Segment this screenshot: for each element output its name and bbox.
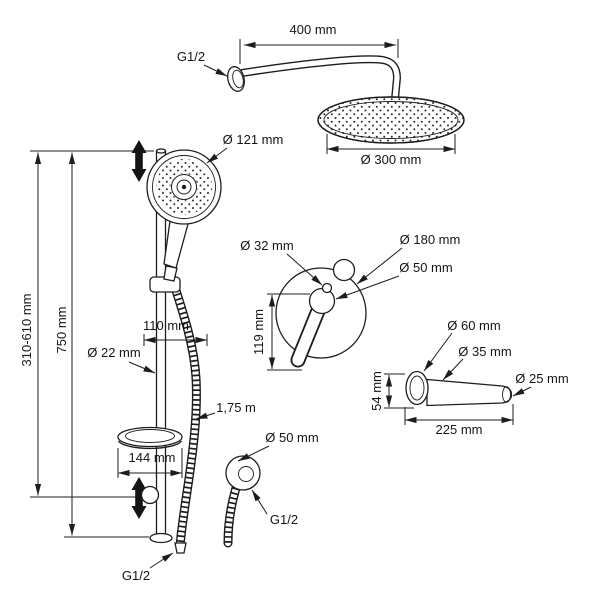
adjust-arrow-up-down-icon [131,477,147,519]
hose-end-fitting [174,542,187,554]
outlet-escutcheon [225,455,261,491]
bar-diameter-label: Ø 22 mm [87,345,140,360]
holder-offset-label: 110 mm [143,318,189,333]
arm-length-label: 400 mm [290,22,337,37]
mixer-hub-diameter-label: Ø 50 mm [399,260,452,275]
bar-dimensions: 750 mm 310-610 mm [19,150,154,538]
mixer-valve: Ø 32 mm Ø 180 mm Ø 50 mm 119 mm [240,232,461,371]
wall-outlet: Ø 50 mm G1/2 [223,430,319,548]
handshower-dimensions: Ø 121 mm 110 mm Ø 22 mm 1,75 m 144 mm G1… [87,132,283,583]
leader-line [442,358,464,381]
outlet-thread-label: G1/2 [270,512,298,527]
leader-line [251,489,268,515]
spout-flange-diameter-label: Ø 60 mm [447,318,500,333]
soap-dish [117,426,183,450]
bar-bottom-flange [149,532,173,544]
rainhead-diameter-label: Ø 300 mm [361,152,422,167]
leader-line [335,275,400,300]
spout-aerator [502,386,511,403]
mixer-knob-diameter-label: Ø 32 mm [240,238,293,253]
spout-length-label: 225 mm [436,422,483,437]
leader-line [149,552,174,569]
leader-line [356,247,403,285]
leader-line [206,147,228,164]
leader-line [512,386,532,397]
leader-line [423,332,453,372]
rain-shower-assembly [227,55,465,144]
spout-tip-diameter-label: Ø 25 mm [515,371,568,386]
rain-head-face [317,96,465,144]
mixer-height-label: 119 mm [251,309,266,355]
mixer-pivot [321,282,333,294]
spout-height-label: 54 mm [369,371,384,411]
slider-knob [140,485,160,505]
slider-range-label: 310-610 mm [19,294,34,367]
shower-hose [166,270,201,554]
hose-length-label: 1,75 m [216,400,256,415]
outlet-nipple [238,466,254,482]
shelf-width-label: 144 mm [129,450,176,465]
leader-line [237,445,270,462]
hand-shower [146,149,222,282]
leader-line [195,412,216,420]
rain-shower-dimensions: 400 mm G1/2 Ø 300 mm [177,22,456,167]
spout-body [426,378,513,407]
leader-line [286,253,323,286]
wall-spout: Ø 60 mm Ø 35 mm Ø 25 mm 54 mm 225 mm [369,318,569,437]
spout-body-diameter-label: Ø 35 mm [458,344,511,359]
mixer-knob [332,258,356,282]
bar-length-label: 750 mm [54,307,69,354]
handshower-diameter-label: Ø 121 mm [223,132,284,147]
mixer-hub [308,287,336,315]
handshower-handle [163,220,189,269]
bar-top-cap [155,148,167,154]
mixer-plate-diameter-label: Ø 180 mm [400,232,461,247]
hose-thread-label: G1/2 [122,568,150,583]
arm-thread-label: G1/2 [177,49,205,64]
leader-line [128,361,156,374]
adjust-arrow-up-down-icon [131,140,147,182]
outlet-diameter-label: Ø 50 mm [265,430,318,445]
leader-line [203,64,228,77]
